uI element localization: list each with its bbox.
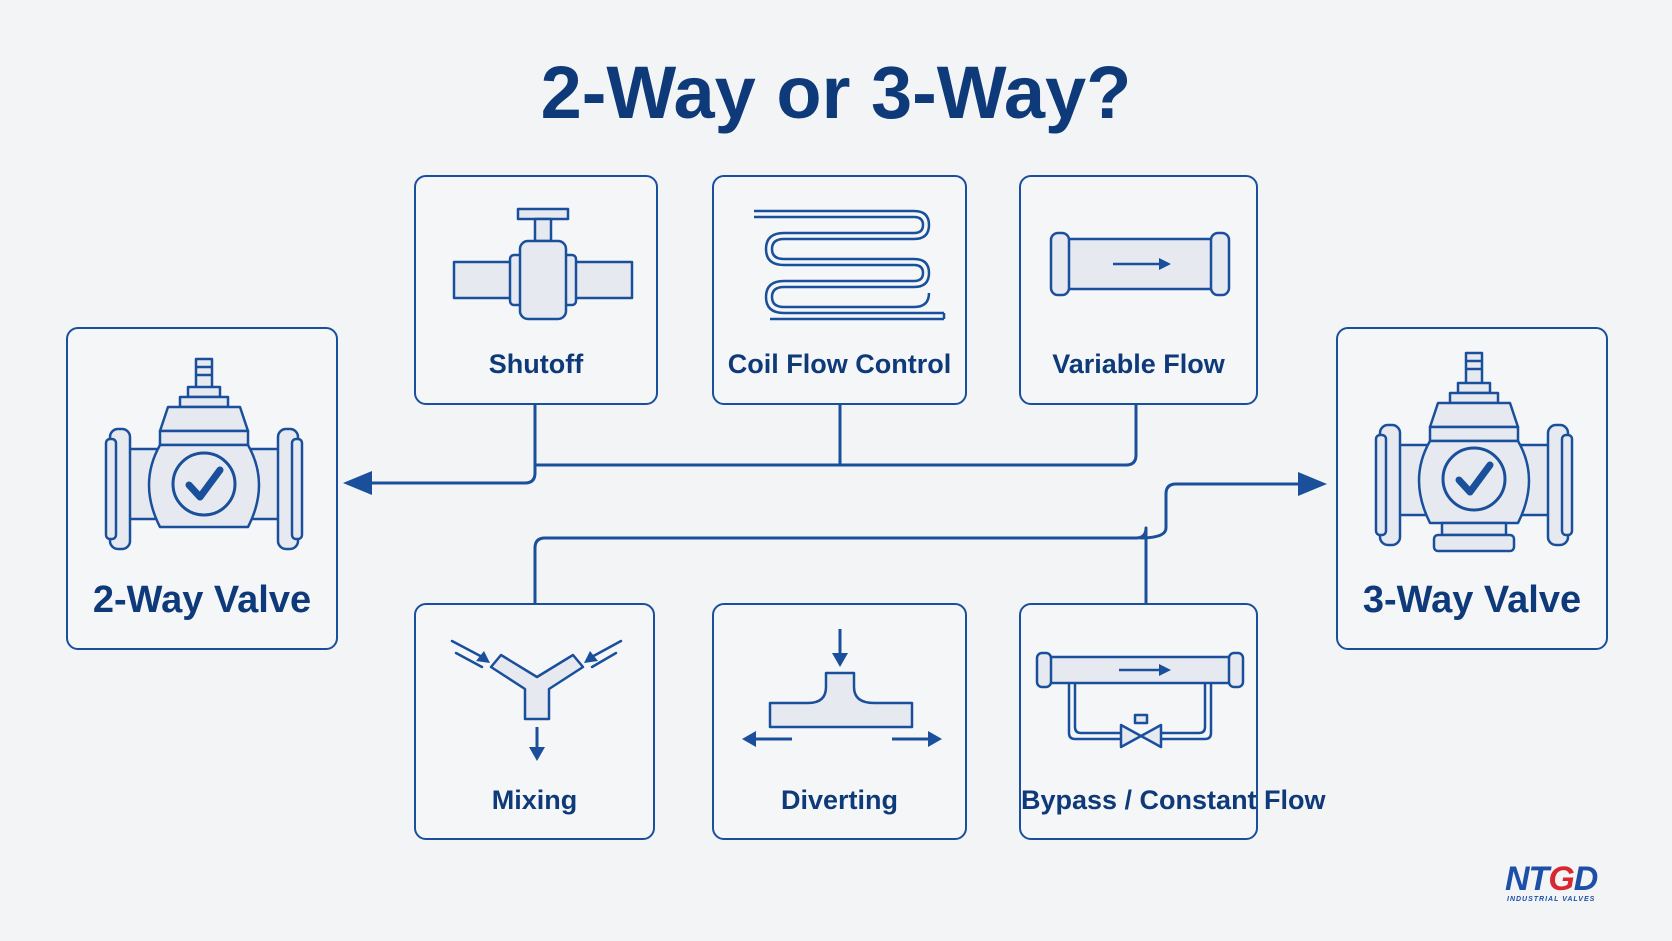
three-way-valve-icon	[1374, 351, 1574, 553]
diverting-label: Diverting	[780, 785, 899, 815]
logo-wordmark: NTGD	[1505, 860, 1599, 898]
logo-red-letter: G	[1548, 860, 1574, 898]
brand-logo: NTGD INDUSTRIAL VALVES	[1505, 862, 1630, 904]
two-way-valve-card: 2-Way Valve	[66, 327, 338, 650]
use-card-variable-flow: Variable Flow	[1019, 175, 1258, 405]
connector-top-bus	[535, 405, 1138, 467]
shutoff-label: Shutoff	[488, 349, 584, 379]
connector-shutoff	[365, 405, 537, 485]
connector-to-three-way	[1139, 482, 1300, 540]
use-card-coil-flow-control: Coil Flow Control	[712, 175, 967, 405]
variable-flow-label: Variable Flow	[1052, 349, 1225, 379]
arrowhead-right	[1298, 472, 1327, 496]
mixing-icon	[450, 639, 623, 761]
logo-tagline: INDUSTRIAL VALVES	[1507, 896, 1596, 903]
two-way-valve-label: 2-Way Valve	[92, 579, 312, 621]
bypass-constant-flow-label: Bypass / Constant Flow	[1021, 785, 1326, 815]
use-card-shutoff: Shutoff	[414, 175, 658, 405]
diverting-icon	[742, 629, 942, 747]
bypass-icon	[1035, 651, 1245, 749]
shutoff-valve-icon	[452, 207, 634, 321]
logo-prefix: NT	[1505, 860, 1549, 898]
connector-bottom-bus	[533, 526, 1148, 603]
use-card-bypass-constant-flow: Bypass / Constant Flow	[1019, 603, 1326, 840]
arrowhead-left	[343, 471, 372, 495]
page-title: 2-Way or 3-Way?	[540, 51, 1132, 134]
use-card-mixing: Mixing	[414, 603, 655, 840]
coil-flow-control-label: Coil Flow Control	[727, 349, 952, 379]
pipe-flow-icon	[1049, 231, 1231, 297]
mixing-label: Mixing	[491, 785, 578, 815]
use-card-diverting: Diverting	[712, 603, 967, 840]
three-way-valve-card: 3-Way Valve	[1336, 327, 1608, 650]
coil-icon	[754, 209, 946, 321]
three-way-valve-label: 3-Way Valve	[1362, 579, 1582, 621]
logo-suffix: D	[1573, 860, 1599, 898]
two-way-valve-icon	[104, 357, 304, 551]
